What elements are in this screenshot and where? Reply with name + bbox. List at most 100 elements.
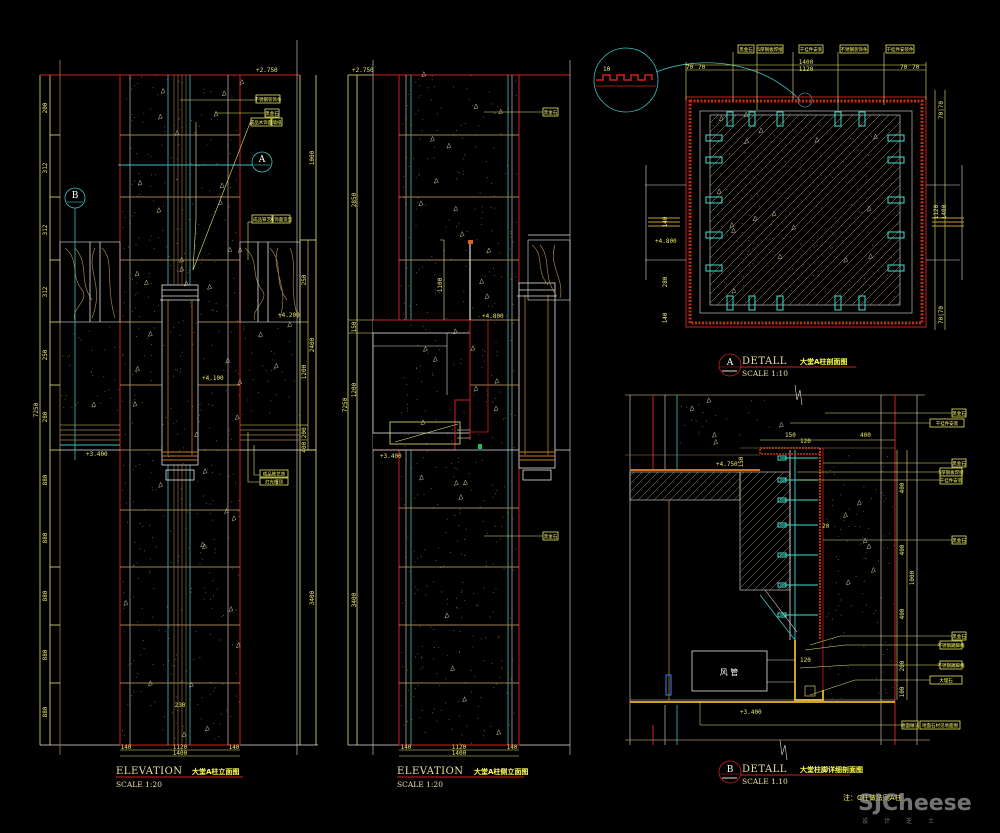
stone-speck bbox=[247, 399, 249, 401]
stone-speck bbox=[837, 570, 839, 572]
stone-speck bbox=[838, 593, 840, 595]
stone-speck bbox=[165, 246, 167, 248]
drawing-title: ELEVATION bbox=[397, 766, 464, 777]
stone-mark bbox=[470, 345, 476, 352]
stone-mark bbox=[258, 331, 263, 338]
stone-speck bbox=[433, 658, 435, 660]
stone-speck bbox=[876, 622, 878, 624]
stone-speck bbox=[435, 262, 437, 264]
anchor-fixing bbox=[748, 111, 756, 127]
level-mark: +4.100 bbox=[202, 375, 224, 382]
stone-speck bbox=[117, 409, 119, 411]
stone-speck bbox=[842, 161, 844, 163]
stone-speck bbox=[228, 206, 230, 208]
stone-speck bbox=[231, 567, 233, 569]
stone-mark bbox=[231, 515, 237, 522]
stone-speck bbox=[465, 265, 467, 267]
stone-speck bbox=[436, 720, 438, 722]
stone-speck bbox=[478, 706, 480, 708]
stone-speck bbox=[409, 570, 411, 572]
stone-speck bbox=[875, 489, 877, 491]
stone-speck bbox=[161, 144, 163, 146]
stone-speck bbox=[461, 616, 463, 618]
section-marker-a[interactable] bbox=[251, 151, 273, 173]
stone-speck bbox=[865, 552, 867, 554]
stone-speck bbox=[865, 175, 867, 177]
stone-speck bbox=[496, 355, 498, 357]
elevation-b: 1100 黑金石 黑金石 +2.750 2850 150 1200 bbox=[342, 60, 571, 789]
stone-speck bbox=[459, 742, 461, 744]
stone-speck bbox=[123, 196, 125, 198]
stone-speck bbox=[484, 351, 486, 353]
dim-label: 230 bbox=[175, 702, 186, 709]
dim-label: 140 bbox=[121, 744, 132, 751]
stone-mark bbox=[446, 142, 452, 149]
stone-speck bbox=[131, 113, 133, 115]
stone-speck bbox=[413, 695, 415, 697]
stone-speck bbox=[892, 686, 894, 688]
stone-speck bbox=[185, 527, 187, 529]
stone-speck bbox=[477, 433, 479, 435]
stone-speck bbox=[832, 638, 834, 640]
stone-speck bbox=[209, 512, 211, 514]
stone-mark bbox=[181, 731, 187, 738]
stone-speck bbox=[468, 473, 470, 475]
dim-label: 70 bbox=[698, 64, 706, 71]
stone-speck bbox=[723, 281, 725, 283]
stone-speck bbox=[506, 692, 508, 694]
stone-speck bbox=[415, 113, 417, 115]
stone-speck bbox=[417, 201, 419, 203]
stone-speck bbox=[100, 402, 102, 404]
dim-label: 1120 bbox=[933, 204, 940, 219]
stone-speck bbox=[405, 383, 407, 385]
stone-speck bbox=[243, 326, 245, 328]
stone-speck bbox=[179, 450, 181, 452]
stone-speck bbox=[511, 659, 513, 661]
stone-speck bbox=[211, 607, 213, 609]
stone-speck bbox=[430, 626, 432, 628]
dim-label: 312 bbox=[42, 162, 49, 173]
stone-speck bbox=[492, 401, 494, 403]
stone-speck bbox=[154, 701, 156, 703]
hatch-line bbox=[740, 472, 790, 590]
anchor-fixing bbox=[705, 134, 723, 142]
stone-speck bbox=[484, 275, 486, 277]
stone-speck bbox=[244, 338, 246, 340]
stone-mark bbox=[235, 641, 241, 648]
stone-speck bbox=[150, 185, 152, 187]
stone-speck bbox=[215, 303, 217, 305]
dim-label: 400|200 bbox=[301, 427, 308, 453]
callout-tag: 黑金石 bbox=[544, 533, 558, 540]
stone-speck bbox=[446, 318, 448, 320]
callout-tag: 干挂件安装 bbox=[940, 477, 963, 484]
stone-speck bbox=[440, 566, 442, 568]
detail-bubble-label: B bbox=[727, 765, 734, 775]
stone-speck bbox=[73, 333, 75, 335]
stone-speck bbox=[420, 475, 422, 477]
callout-tag: 干挂件安装 bbox=[936, 420, 959, 427]
stone-speck bbox=[155, 546, 157, 548]
stone-speck bbox=[748, 412, 750, 414]
level-mark: +4.800 bbox=[655, 238, 677, 245]
stone-speck bbox=[878, 560, 880, 562]
stone-speck bbox=[167, 197, 169, 199]
stone-speck bbox=[679, 442, 681, 444]
stone-speck bbox=[130, 695, 132, 697]
stone-speck bbox=[265, 370, 267, 372]
stone-speck bbox=[471, 489, 473, 491]
stone-speck bbox=[419, 365, 421, 367]
stone-speck bbox=[103, 349, 105, 351]
stone-speck bbox=[401, 651, 403, 653]
stone-speck bbox=[843, 484, 845, 486]
stone-speck bbox=[410, 506, 412, 508]
stone-mark bbox=[731, 287, 737, 294]
stone-speck bbox=[210, 138, 212, 140]
stone-mark bbox=[219, 182, 225, 189]
stone-speck bbox=[123, 248, 125, 250]
stone-speck bbox=[854, 525, 856, 527]
stone-speck bbox=[476, 239, 478, 241]
stone-speck bbox=[230, 716, 232, 718]
hatch-line bbox=[752, 157, 900, 305]
tag-box bbox=[901, 720, 919, 730]
